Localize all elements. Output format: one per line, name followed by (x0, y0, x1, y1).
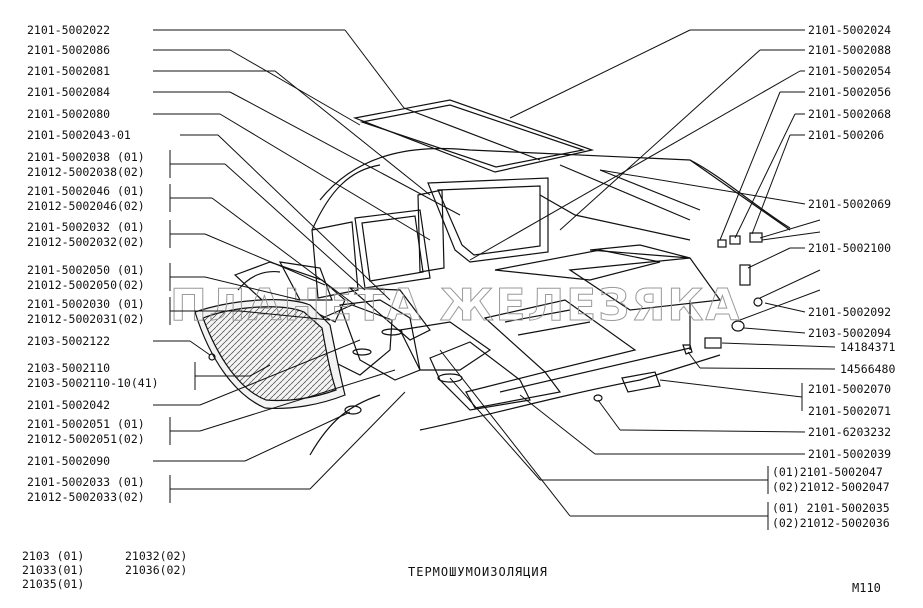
part-label: 2101-500206 (808, 128, 884, 142)
model-code: 21032(02) (125, 549, 187, 563)
part-label: 21012-5002046(02) (27, 199, 145, 213)
part-label: 21012-5002031(02) (27, 312, 145, 326)
diagram-title: ТЕРМОШУМОИЗОЛЯЦИЯ (408, 565, 548, 579)
part-label: (02)21012-5002047 (772, 480, 890, 494)
model-code: 21036(02) (125, 563, 187, 577)
part-label: 2101-5002038 (01) (27, 150, 145, 164)
watermark-text: ПЛАНЕТА ЖЕЛЕЗЯКА (170, 280, 741, 331)
part-label: 2101-5002024 (808, 23, 891, 37)
car-roof-outline (311, 147, 791, 241)
front-mat (194, 299, 346, 409)
part-label: 2101-5002033 (01) (27, 475, 145, 489)
part-label: 2101-5002090 (27, 454, 110, 468)
pillar-pads (311, 177, 549, 299)
part-label: 2101-5002046 (01) (27, 184, 145, 198)
small-parts (208, 232, 763, 415)
part-label: 21012-5002032(02) (27, 235, 145, 249)
part-label: 21012-5002033(02) (27, 490, 145, 504)
model-code: 21033(01) (22, 563, 84, 577)
part-label: 2101-5002069 (808, 197, 891, 211)
footer: 2103 (01) 21033(01) 21035(01) 21032(02) … (22, 549, 881, 595)
part-label: 2101-5002092 (808, 305, 891, 319)
part-label: 2101-5002070 (808, 382, 891, 396)
car-body-drawing (194, 99, 791, 456)
part-label: 2101-5002081 (27, 64, 110, 78)
part-label: 21012-5002051(02) (27, 432, 145, 446)
left-labels: 2101-5002022 2101-5002086 2101-5002081 2… (27, 23, 159, 504)
car-lower-outline (237, 270, 721, 456)
right-labels: 2101-5002024 2101-5002088 2101-5002054 2… (772, 23, 895, 530)
part-label: 2101-5002042 (27, 398, 110, 412)
part-label: 14184371 (840, 340, 895, 354)
part-label: 2103-5002110 (27, 361, 110, 375)
part-label: 14566480 (840, 362, 895, 376)
part-label: (01) 2101-5002035 (772, 501, 890, 515)
part-label: 2101-5002056 (808, 85, 891, 99)
part-label: 21012-5002038(02) (27, 165, 145, 179)
page-code: М110 (852, 581, 881, 595)
part-label: 2101-5002086 (27, 43, 110, 57)
part-label: 2101-5002071 (808, 404, 891, 418)
part-label: 2101-5002050 (01) (27, 263, 145, 277)
model-code: 2103 (01) (22, 549, 84, 563)
part-label: 2103-5002110-10(41) (27, 376, 159, 390)
part-label: 2101-5002084 (27, 85, 110, 99)
part-label: (02)21012-5002036 (772, 516, 890, 530)
part-label: (01)2101-5002047 (772, 465, 883, 479)
leader-lines (153, 29, 836, 530)
part-label: 2101-5002043-01 (27, 128, 131, 142)
roof-pad (352, 99, 595, 173)
part-label: 2101-5002039 (808, 447, 891, 461)
part-label: 2101-5002088 (808, 43, 891, 57)
part-label: 2101-6203232 (808, 425, 891, 439)
part-label: 2101-5002100 (808, 241, 891, 255)
part-label: 2101-5002022 (27, 23, 110, 37)
part-label: 2101-5002032 (01) (27, 220, 145, 234)
model-code: 21035(01) (22, 577, 84, 591)
part-label: 2101-5002030 (01) (27, 297, 145, 311)
part-label: 2103-5002094 (808, 326, 891, 340)
part-label: 2103-5002122 (27, 334, 110, 348)
part-label: 21012-5002050(02) (27, 278, 145, 292)
part-label: 2101-5002080 (27, 107, 110, 121)
part-label: 2101-5002068 (808, 107, 891, 121)
part-label: 2101-5002054 (808, 64, 891, 78)
part-label: 2101-5002051 (01) (27, 417, 145, 431)
